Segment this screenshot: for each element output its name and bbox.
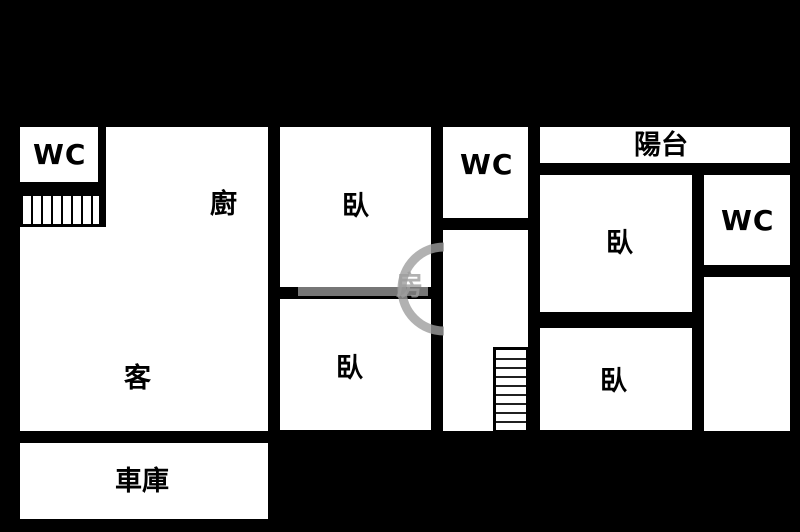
room-1f-garage-label: 車庫	[115, 466, 169, 497]
room-3f-balcony: 陽台	[540, 127, 790, 163]
room-3f-wc-label: WC	[721, 204, 775, 237]
room-3f-balcony-label: 陽台	[634, 130, 688, 161]
room-2f-bedroom-bottom: 臥	[280, 299, 431, 430]
room-3f-hall	[704, 277, 790, 431]
watermark	[298, 242, 445, 336]
room-2f-bedroom-top: 臥	[280, 127, 431, 287]
watermark-text: 房	[396, 271, 423, 302]
room-1f-kitchen: 廚	[106, 127, 268, 227]
room-3f-bedroom-top: 臥	[540, 175, 692, 312]
stairs-1f	[20, 193, 102, 227]
room-3f-wc: WC	[704, 175, 790, 265]
room-3f-bedroom-bottom: 臥	[540, 328, 692, 430]
room-2f-wc: WC	[443, 127, 528, 218]
room-2f-wc-label: WC	[460, 148, 514, 181]
room-3f-bedroom-bottom-label: 臥	[600, 366, 627, 397]
room-1f-garage: 車庫	[20, 443, 268, 519]
floor-label-3f: 3F	[642, 14, 680, 50]
floor-label-1f: 1F	[118, 14, 156, 50]
room-1f-wc: WC	[20, 127, 98, 182]
room-1f-wc-label: WC	[33, 138, 87, 171]
room-3f-bedroom-top-label: 臥	[606, 228, 633, 259]
room-2f-bedroom-bottom-label: 臥	[336, 353, 363, 384]
floor-note-1f: 平面	[60, 76, 108, 104]
room-1f-living-label: 客	[124, 363, 151, 394]
stairs-2f	[493, 347, 529, 433]
floor-label-2f: 2F	[382, 14, 420, 50]
room-1f-living: 客	[20, 227, 268, 431]
room-2f-bedroom-top-label: 臥	[342, 191, 369, 222]
room-1f-kitchen-label: 廚	[210, 189, 237, 220]
